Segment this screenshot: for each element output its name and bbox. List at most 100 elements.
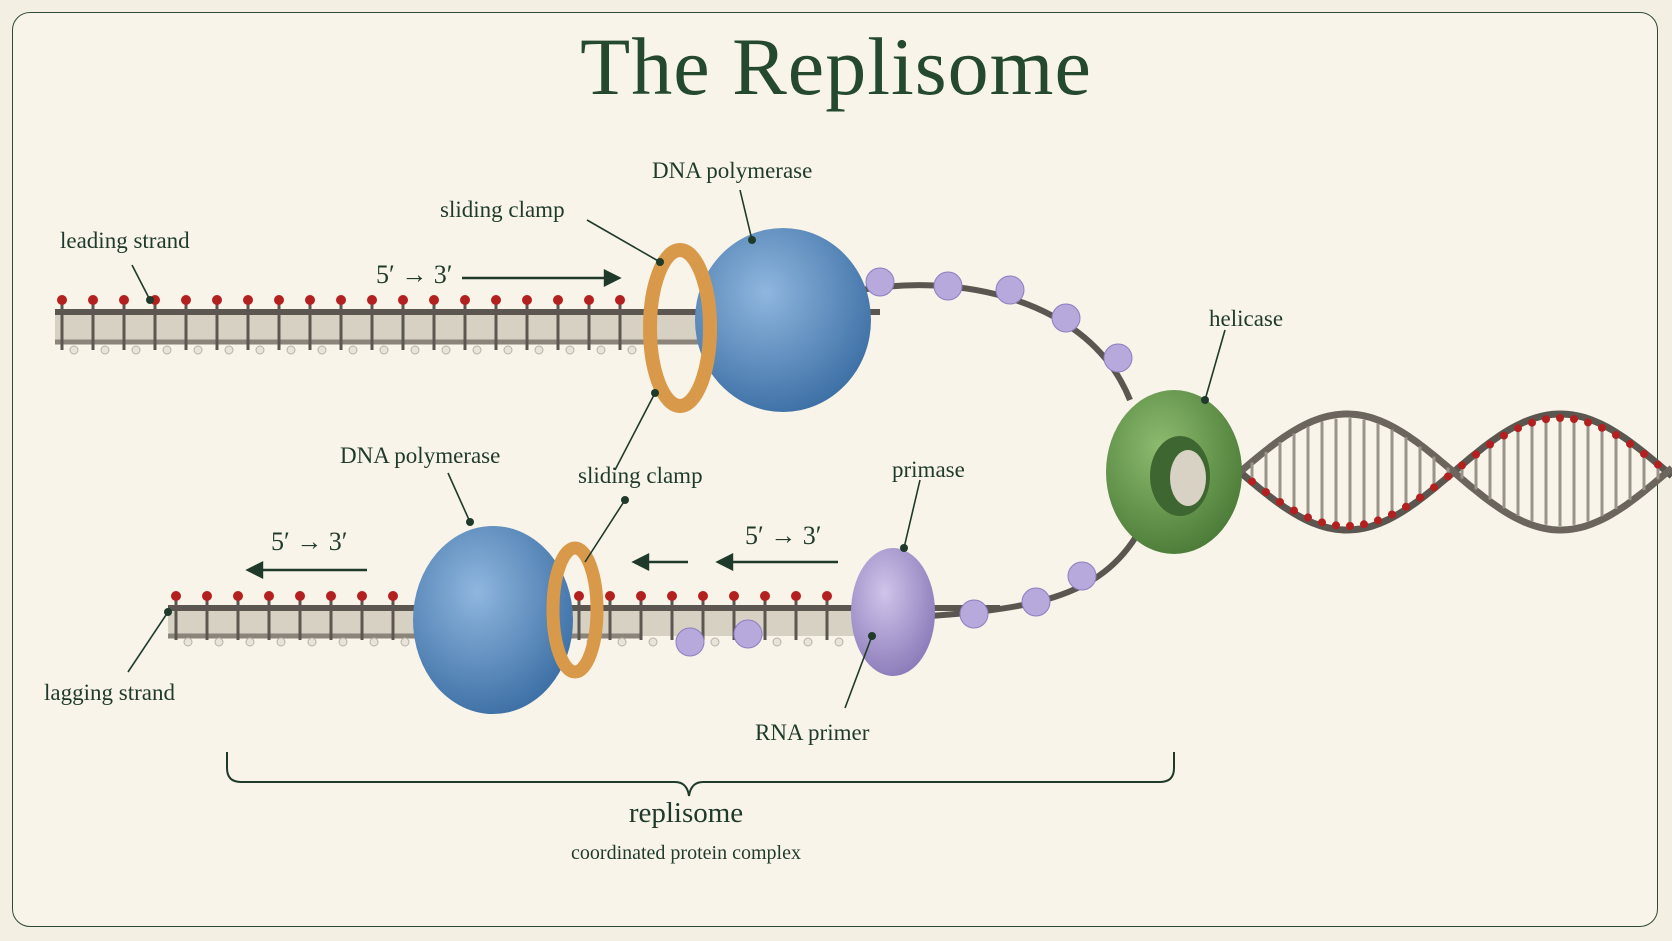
hydrogen-atom [317,345,327,355]
helix-oxygen-atom [1346,521,1354,530]
hydrogen-atom [710,637,720,647]
oxygen-atom [491,295,501,305]
oxygen-atom [357,591,367,601]
helix-oxygen-atom [1556,414,1564,422]
oxygen-atom [88,295,98,305]
hydrogen-atom [534,345,544,355]
leader-dna-polymerase-bottom [447,472,471,523]
hydrogen-atom [224,345,234,355]
ssb-protein-blob [733,619,763,649]
hydrogen-atom [276,637,286,647]
label-sliding-clamp-bottom: sliding clamp [578,463,703,488]
ssb-protein-blob [959,599,989,629]
oxygen-atom [460,295,470,305]
helix-oxygen-atom [1248,477,1256,486]
hydrogen-atom [183,637,193,647]
dot-helicase [1201,396,1209,404]
oxygen-atom [760,591,770,601]
label-dna-polymerase-bottom: DNA polymerase [340,443,501,468]
oxygen-atom [822,591,832,601]
ssb-protein-group [675,267,1133,657]
ssb-protein-blob [1021,587,1051,617]
leading-arrowhead [603,269,622,287]
helix-oxygen-atom [1542,415,1550,424]
ssb-protein-blob [865,267,895,297]
lagging-arrowhead-right [715,553,734,571]
hydrogen-atom [410,345,420,355]
hydrogen-atom [245,637,255,647]
label-dna-polymerase-top: DNA polymerase [652,158,813,183]
helix-oxygen-atom [1598,423,1606,432]
hydrogen-atom [214,637,224,647]
helix-oxygen-atom [1444,472,1452,481]
helix-oxygen-atom [1458,461,1466,470]
ssb-protein-blob [675,627,705,657]
leader-sliding-clamp-top-lower [614,392,656,471]
hydrogen-atom [441,345,451,355]
hydrogen-atom [286,345,296,355]
oxygen-atom [274,295,284,305]
dot-primase [900,544,908,552]
ssb-protein-blob [1051,303,1081,333]
dot-rna-primer [868,632,876,640]
oxygen-atom [367,295,377,305]
lagging-arrowhead-mid [631,553,650,571]
leader-lagging-strand [127,611,169,673]
hydrogen-atom [648,637,658,647]
leader-sliding-clamp-bottom [584,499,626,563]
oxygen-atom [119,295,129,305]
helix-oxygen-atom [1332,521,1340,530]
leader-dna-polymerase-top [739,189,753,241]
leader-primase [903,479,921,549]
helix-oxygen-atom [1318,518,1326,527]
lagging-arrowhead-left [245,561,264,579]
dot-sliding-clamp-top [656,258,664,266]
hydrogen-atom [131,345,141,355]
page-title: The Replisome [580,21,1092,112]
oxygen-atom [605,591,615,601]
oxygen-atom [636,591,646,601]
helix-oxygen-atom [1528,418,1536,427]
hydrogen-atom [617,637,627,647]
leader-leading-strand [131,264,151,301]
helix-oxygen-atom [1472,450,1480,459]
helix-oxygen-atom [1304,513,1312,522]
label-leading-strand: leading strand [60,228,190,253]
sliding-clamp-bottom [546,541,604,679]
hydrogen-atom [834,637,844,647]
oxygen-atom [429,295,439,305]
helix-oxygen-atom [1626,439,1634,448]
hydrogen-atom [596,345,606,355]
hydrogen-atom [255,345,265,355]
oxygen-atom [553,295,563,305]
replisome-label: replisome [628,797,744,829]
hydrogen-atom [772,637,782,647]
oxygen-atom [729,591,739,601]
label-primase: primase [892,457,965,482]
helix-oxygen-atom [1654,460,1662,469]
oxygen-atom [336,295,346,305]
single-strand-loop-bottom [899,528,1143,621]
single-strand-loop-top [849,282,1133,402]
helix-oxygen-atom [1500,431,1508,440]
helix-oxygen-atom [1360,520,1368,529]
oxygen-atom [212,295,222,305]
oxygen-atom [615,295,625,305]
replisome-bracket [226,752,1175,797]
hydrogen-atom [69,345,79,355]
helix-oxygen-atom [1430,483,1438,492]
hydrogen-atom [503,345,513,355]
hydrogen-atom [338,637,348,647]
oxygen-atom [522,295,532,305]
leader-sliding-clamp-top [586,219,661,263]
dot-leading-strand [146,296,154,304]
dna-polymerase-bottom [413,526,573,714]
hydrogen-atom [348,345,358,355]
hydrogen-atom [100,345,110,355]
ssb-protein-blob [933,271,963,301]
dot-dna-polymerase-bottom [466,518,474,526]
ssb-protein-blob [1103,343,1133,373]
dot-lagging-strand [164,608,172,616]
helix-oxygen-atom [1570,415,1578,424]
